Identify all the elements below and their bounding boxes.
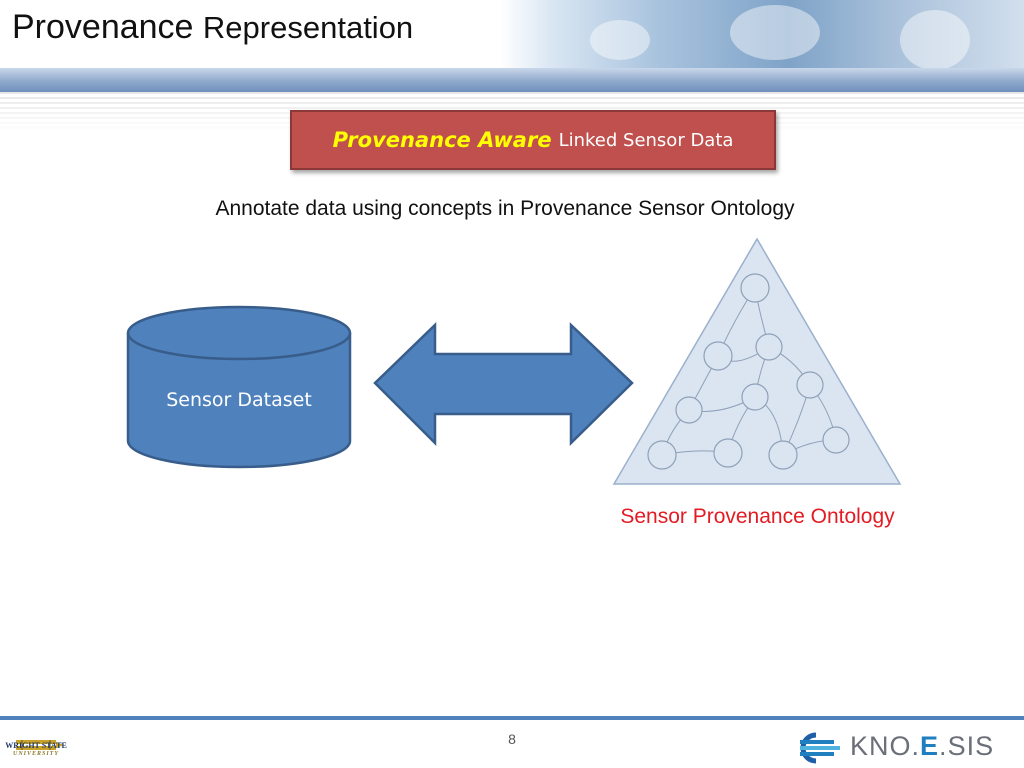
university-logo-icon <box>16 740 64 750</box>
university-name: WRIGHT STATE <box>5 741 67 750</box>
topic-banner: Provenance Aware Linked Sensor Data <box>290 110 776 170</box>
brand-prefix: KNO <box>850 731 912 761</box>
banner-text: Linked Sensor Data <box>558 129 734 151</box>
footer-divider <box>0 716 1024 720</box>
university-logo: WRIGHT STATE UNIVERSITY <box>4 741 68 759</box>
slide-header: Provenance Representation <box>0 0 1024 92</box>
title-rest: Representation <box>202 10 414 45</box>
triangle-graph-icon <box>612 237 902 485</box>
header-blue-bar <box>0 68 1024 92</box>
brand-suffix: SIS <box>947 731 995 761</box>
brand-dot-1: . <box>911 731 921 761</box>
header-background-image <box>500 0 1024 92</box>
page-number: 8 <box>508 731 516 747</box>
database-label: Sensor Dataset <box>166 389 312 411</box>
ontology-label: Sensor Provenance Ontology <box>620 505 895 528</box>
university-subtext: UNIVERSITY <box>12 751 59 757</box>
cylinder-icon <box>126 305 352 469</box>
banner-emphasis: Provenance Aware <box>332 128 552 152</box>
knoesis-logo-icon <box>800 732 840 764</box>
title-main: Provenance <box>12 8 194 46</box>
slide-title: Provenance Representation <box>12 8 413 47</box>
brand-dot-2: . <box>939 731 948 761</box>
double-arrow-icon <box>373 322 634 447</box>
knoesis-logo-text: KNO.E.SIS <box>850 731 994 762</box>
brand-e: E <box>920 731 940 761</box>
slide-subtitle: Annotate data using concepts in Provenan… <box>215 197 795 220</box>
